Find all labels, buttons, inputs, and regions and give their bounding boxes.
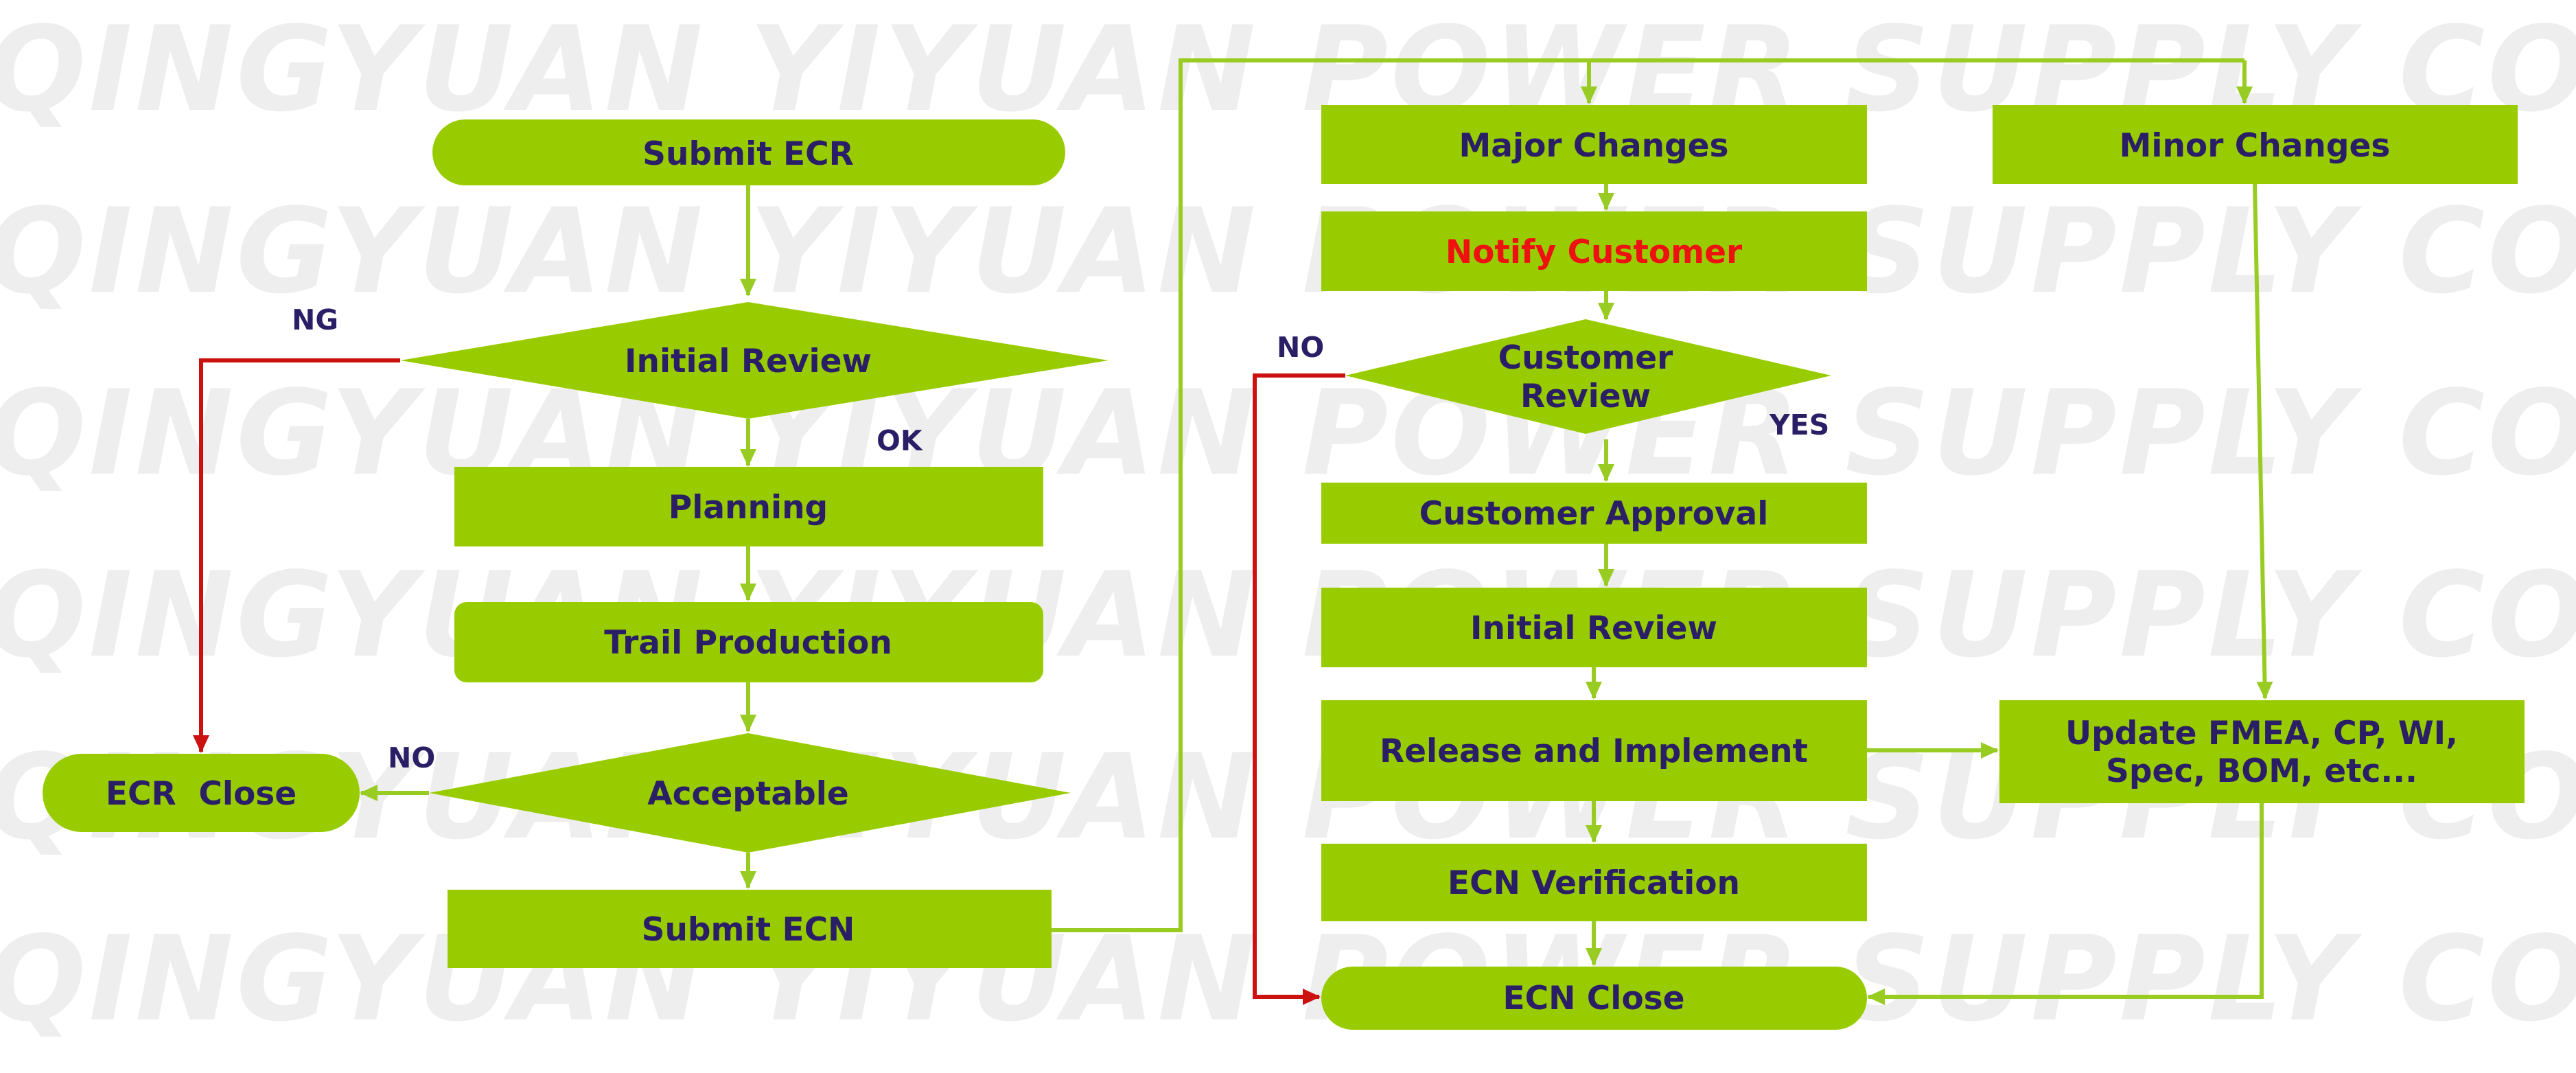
node-customer-approval-label: Customer Approval	[1419, 495, 1769, 533]
watermark: QINGYUAN YIYUAN POWER SUPPLY CO., LTD. Q…	[0, 1, 2576, 1048]
node-ecn-close-shape	[1321, 967, 1867, 1030]
edge-label-ng: NG	[292, 303, 338, 336]
node-acceptable-shape	[429, 733, 1071, 853]
edge-label-no-customer: NO	[1277, 331, 1324, 364]
watermark-line: QINGYUAN YIYUAN POWER SUPPLY CO., LTD.	[0, 183, 2576, 320]
node-customer-review-shape	[1345, 319, 1831, 434]
node-major-changes-shape	[1321, 105, 1867, 184]
node-customer-review-label-1: Customer	[1498, 339, 1674, 377]
node-ecr-close-label: ECR Close	[106, 775, 297, 813]
watermark-line: QINGYUAN YIYUAN POWER SUPPLY CO., LTD.	[0, 547, 2576, 684]
node-submit-ecr-label: Submit ECR	[642, 135, 854, 173]
connector-minor-changes-to-update-docs	[2253, 183, 2273, 700]
node-notify-customer-shape	[1321, 211, 1867, 291]
watermark-line: QINGYUAN YIYUAN POWER SUPPLY CO., LTD.	[0, 365, 2576, 502]
node-minor-changes-shape	[1993, 105, 2518, 184]
node-major-changes: Major Changes	[1321, 105, 1867, 184]
node-ecn-verification-shape	[1321, 844, 1867, 921]
connector-submit-ecn-to-change-type	[1052, 58, 2244, 932]
node-initial-review-1-shape	[400, 302, 1109, 419]
node-trail-production: Trail Production	[454, 602, 1043, 682]
node-minor-changes: Minor Changes	[1993, 105, 2518, 184]
connectors	[193, 58, 2273, 1005]
node-planning-label: Planning	[669, 489, 828, 527]
node-initial-review-1: Initial Review	[400, 302, 1109, 419]
edge-label-ok: OK	[877, 424, 924, 457]
node-update-docs-label-1: Update FMEA, CP, WI,	[2065, 715, 2458, 752]
node-customer-approval: Customer Approval	[1321, 483, 1867, 544]
watermark-line: QINGYUAN YIYUAN POWER SUPPLY CO., LTD.	[0, 911, 2576, 1048]
node-acceptable: Acceptable	[429, 733, 1071, 853]
node-update-docs: Update FMEA, CP, WI, Spec, BOM, etc...	[1999, 700, 2525, 803]
node-acceptable-label: Acceptable	[647, 775, 848, 813]
node-customer-review-label-2: Review	[1520, 378, 1651, 415]
node-minor-changes-label: Minor Changes	[2120, 127, 2391, 165]
node-submit-ecr: Submit ECR	[432, 119, 1065, 185]
connector-initial-review-ng-to-ecr-close	[193, 358, 400, 753]
node-customer-review: Customer Review	[1345, 319, 1831, 434]
node-submit-ecn-label: Submit ECN	[642, 911, 855, 949]
node-release-implement-label: Release and Implement	[1380, 732, 1808, 770]
node-submit-ecn-shape	[448, 890, 1052, 968]
node-planning: Planning	[454, 467, 1043, 546]
node-release-implement-shape	[1321, 700, 1867, 801]
node-ecr-close-shape	[43, 754, 360, 832]
node-submit-ecn: Submit ECN	[448, 890, 1052, 968]
node-release-implement: Release and Implement	[1321, 700, 1867, 801]
connector-update-docs-to-ecn-close	[1867, 803, 2264, 1005]
node-ecn-verification: ECN Verification	[1321, 844, 1867, 921]
node-ecn-close-label: ECN Close	[1502, 980, 1684, 1017]
node-notify-customer: Notify Customer	[1321, 211, 1867, 291]
node-submit-ecr-shape	[432, 119, 1065, 185]
node-trail-production-shape	[454, 602, 1043, 682]
connector-customer-review-no-to-ecn-close	[1253, 373, 1345, 1005]
node-customer-approval-shape	[1321, 483, 1867, 544]
edge-label-no-acceptable: NO	[388, 741, 435, 774]
node-ecn-verification-label: ECN Verification	[1448, 864, 1740, 902]
edge-label-yes: YES	[1769, 408, 1829, 441]
node-initial-review-1-label: Initial Review	[625, 343, 872, 380]
node-major-changes-label: Major Changes	[1459, 127, 1728, 165]
node-notify-customer-label: Notify Customer	[1446, 233, 1743, 271]
node-initial-review-2-shape	[1321, 588, 1867, 667]
node-update-docs-shape	[1999, 700, 2525, 803]
node-initial-review-2: Initial Review	[1321, 588, 1867, 667]
node-trail-production-label: Trail Production	[604, 624, 892, 662]
node-initial-review-2-label: Initial Review	[1470, 610, 1717, 647]
node-ecn-close: ECN Close	[1321, 967, 1867, 1030]
node-ecr-close: ECR Close	[43, 754, 360, 832]
node-update-docs-label-2: Spec, BOM, etc...	[2106, 752, 2417, 790]
node-planning-shape	[454, 467, 1043, 546]
